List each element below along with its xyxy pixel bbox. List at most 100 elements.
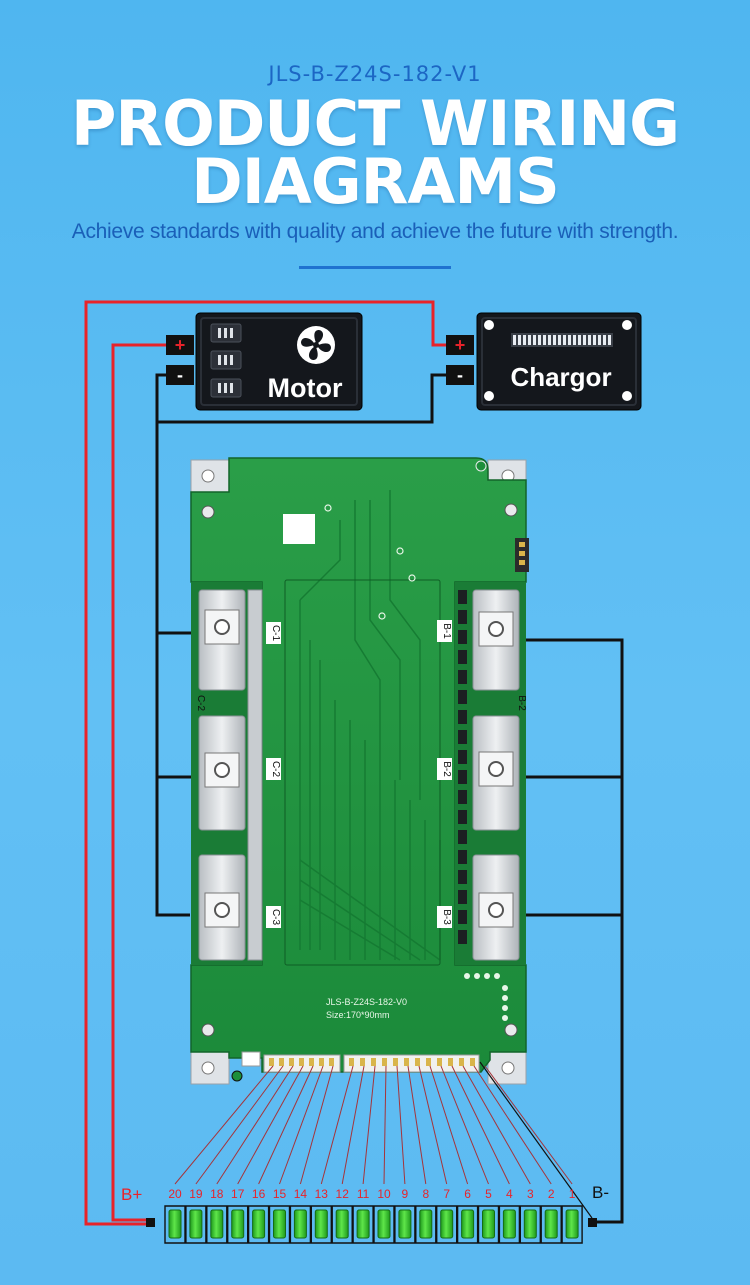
battery-cell: [231, 1209, 245, 1239]
bplus-label: B+: [121, 1185, 142, 1204]
cell-holders: [164, 1205, 583, 1244]
sense-wire: [216, 1065, 294, 1185]
cell-number: 8: [422, 1187, 429, 1201]
b1-label: B-1: [441, 623, 452, 639]
battery-cell: [398, 1209, 412, 1239]
motor-positive-terminal: [166, 335, 194, 355]
sense-wire: [396, 1065, 406, 1185]
b3-label: B-3: [441, 909, 452, 925]
title-divider: [299, 266, 451, 269]
charger-minus-sign: -: [457, 365, 463, 385]
battery-cell: [168, 1209, 182, 1239]
c-side-brackets: [198, 589, 263, 961]
bminus-wire: [525, 638, 624, 1224]
mosfet-column: [458, 590, 467, 944]
sense-wire: [320, 1065, 354, 1185]
charger-negative-wire: [157, 373, 448, 424]
charger-label: Chargor: [510, 362, 611, 392]
cell-number: 12: [336, 1187, 350, 1201]
page-title: PRODUCT WIRING DIAGRAMS: [0, 87, 750, 213]
bminus-node: [588, 1218, 597, 1227]
motor-positive-wire: [111, 343, 168, 1222]
bminus-sense-wire: [479, 1061, 593, 1219]
model-number: JLS-B-Z24S-182-V1: [268, 62, 482, 86]
battery-cell: [544, 1209, 558, 1239]
sense-wire: [279, 1065, 324, 1185]
pcb-silk-pad: [283, 514, 315, 544]
red-wires: [84, 300, 448, 1226]
bminus-label: B-: [592, 1183, 609, 1202]
sense-wire: [258, 1065, 314, 1185]
cell-number: 13: [315, 1187, 329, 1201]
cell-number: 15: [273, 1187, 287, 1201]
cell-number: 11: [357, 1187, 370, 1201]
charger-unit: + - Chargor: [446, 312, 642, 411]
battery-cell: [210, 1209, 224, 1239]
sense-wire: [440, 1065, 489, 1185]
battery-cell: [293, 1209, 307, 1239]
b-labels: B-1 B-2 B-3 B-2: [437, 620, 527, 928]
charger-screws: [484, 320, 632, 401]
sense-wire: [383, 1065, 387, 1185]
motor-negative-wire: [155, 373, 190, 917]
motor-label: Motor: [268, 373, 343, 403]
b-side-brackets: [472, 589, 520, 961]
sense-wire: [174, 1065, 274, 1185]
balance-connector-right: [343, 1054, 480, 1073]
b2-label: B-2: [441, 761, 452, 777]
sense-wire: [195, 1065, 284, 1185]
cell-number: 16: [252, 1187, 266, 1201]
cell-number: 2: [548, 1187, 555, 1201]
battery-cell: [335, 1209, 349, 1239]
cell-number: 17: [231, 1187, 245, 1201]
battery-cell: [273, 1209, 286, 1239]
battery-pack: [164, 1205, 583, 1244]
battery-cell: [377, 1209, 391, 1239]
cell-number: 14: [294, 1187, 308, 1201]
c2-side-label: C-2: [195, 695, 206, 712]
battery-cell: [189, 1209, 203, 1239]
motor-plus-sign: +: [175, 335, 186, 355]
cell-number: 4: [506, 1187, 513, 1201]
battery-cell: [523, 1209, 537, 1239]
sense-wire: [237, 1065, 304, 1185]
sense-wire: [462, 1065, 531, 1185]
sense-wire: [429, 1065, 469, 1185]
title-line-1: PRODUCT WIRING: [70, 87, 680, 160]
sense-wire: [451, 1065, 510, 1185]
comm-pads: [464, 973, 508, 1021]
charger-plus-sign: +: [455, 335, 466, 355]
cell-number: 9: [402, 1187, 409, 1201]
motor-negative-terminal: [166, 365, 194, 385]
cell-number: 6: [464, 1187, 471, 1201]
cell-number: 5: [485, 1187, 492, 1201]
battery-cell: [502, 1209, 516, 1239]
sense-wire: [299, 1065, 334, 1185]
cell-number: 10: [377, 1187, 391, 1201]
battery-cell: [314, 1209, 328, 1239]
c-labels: C-1 C-2 C-3 C-2: [195, 622, 281, 928]
switch-connector: [241, 1051, 261, 1067]
charger-positive-wire: [84, 300, 448, 1226]
battery-cell: [482, 1209, 495, 1239]
board-screws: [201, 460, 518, 1082]
sense-wire: [473, 1065, 552, 1185]
charger-positive-terminal: [446, 335, 474, 355]
c1-label: C-1: [270, 625, 281, 642]
sense-wire: [407, 1065, 427, 1185]
motor-minus-sign: -: [177, 365, 183, 385]
battery-cell: [565, 1209, 579, 1239]
b2-side-label: B-2: [516, 695, 527, 711]
cell-number: 18: [210, 1187, 224, 1201]
silk-model: JLS-B-Z24S-182-V0: [326, 997, 407, 1007]
cell-number: 1: [569, 1187, 576, 1201]
fan-icon: [297, 326, 335, 364]
bms-board: C-1 C-2 C-3 C-2 B-1 B-2 B-3 B-2 JLS-B-Z2…: [190, 457, 529, 1085]
battery-cell: [461, 1209, 475, 1239]
sense-wire: [484, 1065, 573, 1185]
subtitle: Achieve standards with quality and achie…: [71, 220, 679, 243]
battery-cell: [419, 1209, 433, 1239]
motor-unit: + - Motor: [166, 312, 363, 411]
